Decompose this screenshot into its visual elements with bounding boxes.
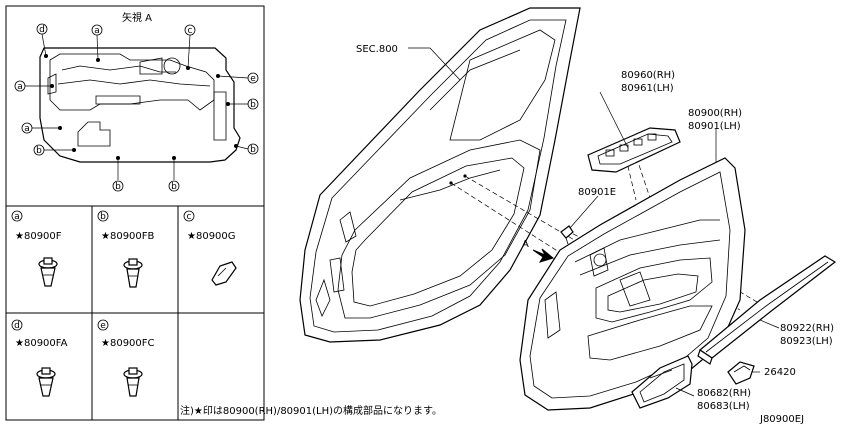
clip-cell-b: b ★80900FB [97,210,155,288]
marker-b-right2: b [247,143,259,155]
clip-b-icon [123,258,143,288]
clip-a-icon [38,257,58,287]
inset-border [5,5,265,421]
clip-b-part-number: ★80900FB [101,231,155,242]
marker-b-left: b [33,144,45,156]
window-switch-bezel [587,127,681,173]
arrow-a-label: A [522,239,529,250]
callout-strip-lh: 80923(LH) [780,336,833,347]
svg-text:c: c [187,212,192,222]
inset-panel [5,5,265,421]
svg-text:a: a [17,82,23,92]
clip-d-part-number: ★80900FA [15,338,68,349]
callout-sec-800: SEC.800 [356,44,398,55]
callout-pocket-rh: 80682(RH) [697,388,751,399]
callout-switch-lh: 80961(LH) [621,83,674,94]
clip-cell-d: d ★80900FA [11,319,68,397]
marker-a-left2: a [21,122,33,134]
callout-strip-rh: 80922(RH) [780,323,834,334]
svg-text:b: b [250,100,256,110]
clip-d-icon [36,367,56,397]
callout-lamp-26420: 26420 [764,367,796,378]
finisher-strip [697,255,837,365]
courtesy-lamp [727,361,755,385]
callout-pocket-lh: 80683(LH) [697,401,750,412]
clip-c-part-number: ★80900G [187,231,236,242]
svg-text:b: b [36,146,42,156]
marker-b-right1: b [247,98,259,110]
clip-e-icon [123,367,143,397]
svg-text:a: a [24,124,30,134]
svg-text:b: b [171,182,177,192]
svg-text:d: d [14,321,20,331]
svg-text:a: a [14,212,20,222]
marker-c-top: c [184,24,196,36]
callout-trim-lh: 80901(LH) [688,121,741,132]
clip-cell-c: c ★80900G [183,210,237,286]
svg-text:d: d [39,25,45,35]
callout-switch-rh: 80960(RH) [621,70,675,81]
svg-text:e: e [250,74,256,84]
svg-text:b: b [250,145,256,155]
marker-a-top: a [91,24,103,36]
clip-cell-a: a ★80900F [11,210,62,287]
clip-c-icon [211,261,237,286]
callout-trim-rh: 80900(RH) [688,108,742,119]
footnote: 注)★印は80900(RH)/80901(LH)の構成部品になります。 [180,404,442,417]
marker-d-top: d [36,23,48,35]
svg-text:b: b [115,182,121,192]
view-a-label: 矢視 A [122,11,152,24]
door-inner-frame [299,7,581,343]
door-pocket [631,355,693,409]
view-a-leaders [25,33,249,180]
door-trim-panel [519,157,746,411]
callout-clip-80901e: 80901E [578,187,616,198]
diagram-code: J80900EJ [759,414,804,425]
clip-e-part-number: ★80900FC [101,338,155,349]
svg-text:c: c [188,26,193,36]
callout-leaders [408,47,780,397]
svg-text:a: a [94,26,100,36]
clip-a-part-number: ★80900F [15,231,62,242]
svg-text:e: e [100,321,106,331]
clip-cell-e: e ★80900FC [97,319,155,397]
door-trim-back-view [39,47,241,163]
view-arrow-a: A [522,239,555,263]
marker-a-left1: a [14,80,26,92]
marker-b-bottom2: b [168,180,180,192]
svg-text:b: b [100,212,106,222]
marker-b-bottom1: b [112,180,124,192]
marker-e-right: e [247,72,259,84]
clip-80901e [560,225,574,245]
